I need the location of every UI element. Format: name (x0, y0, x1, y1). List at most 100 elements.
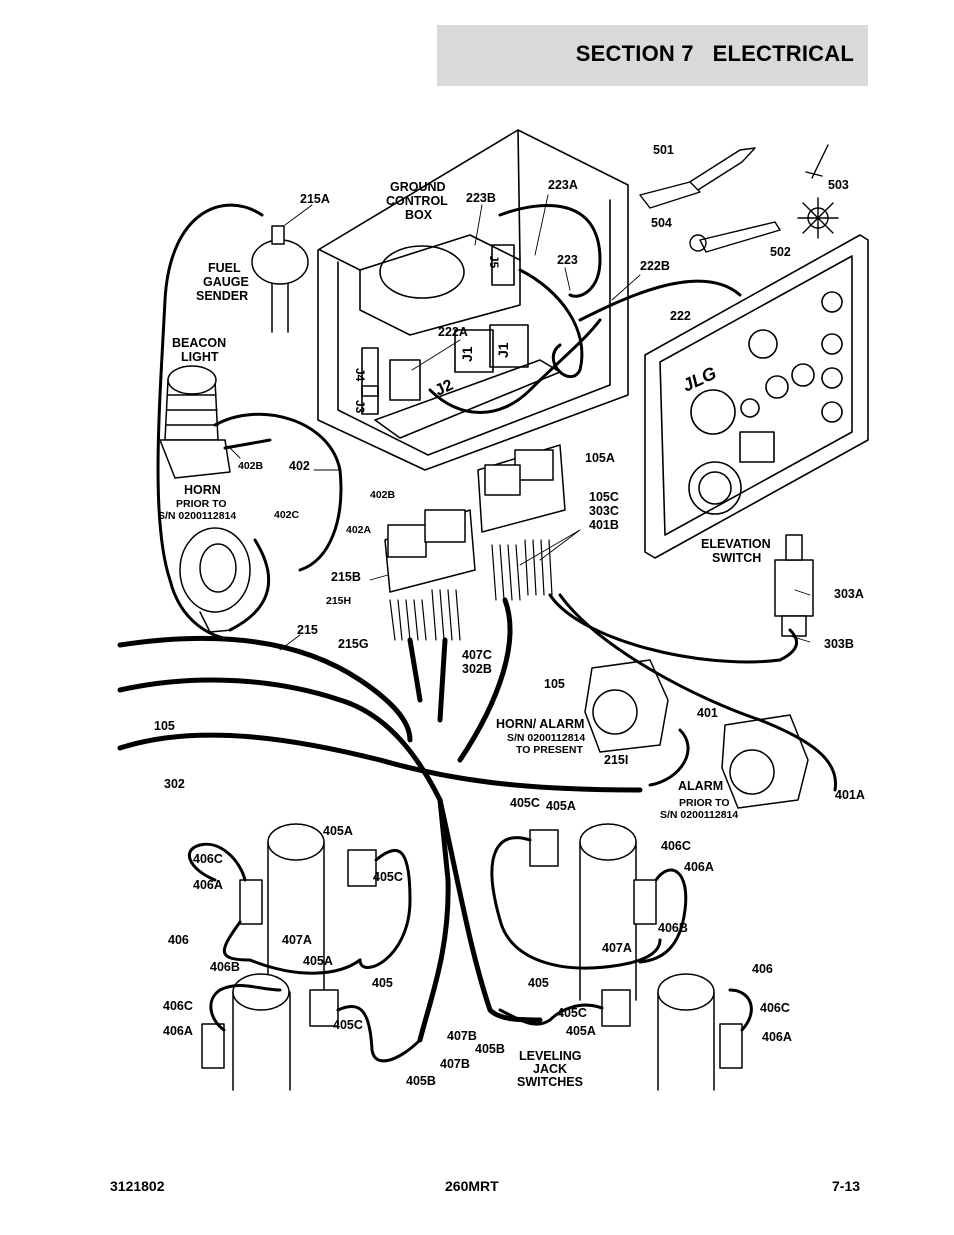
label-405a-4: 405A (566, 1024, 596, 1038)
label-223: 223 (557, 253, 578, 267)
label-control: CONTROL (386, 194, 448, 208)
label-j1-a: J1 (459, 346, 475, 362)
label-fuel: FUEL (208, 261, 241, 275)
label-406c-2: 406C (661, 839, 691, 853)
label-box: BOX (405, 208, 433, 222)
label-222: 222 (670, 309, 691, 323)
label-303b: 303B (824, 637, 854, 651)
label-j4: J4 (353, 368, 367, 382)
label-alarm: ALARM (678, 779, 723, 793)
label-406a-4: 406A (762, 1030, 792, 1044)
label-215h: 215H (326, 595, 351, 607)
label-405a-2: 405A (323, 824, 353, 838)
connector-blocks (384, 444, 566, 593)
control-panel (644, 234, 869, 559)
label-407b-2: 407B (440, 1057, 470, 1071)
label-leveling: LEVELING (519, 1049, 582, 1063)
label-405a-3: 405A (303, 954, 333, 968)
label-105a: 105A (585, 451, 615, 465)
label-503: 503 (828, 178, 849, 192)
elevation-switch (774, 534, 814, 637)
label-302: 302 (164, 777, 185, 791)
label-horn-alarm: HORN/ ALARM (496, 717, 584, 731)
label-j2: J2 (433, 377, 456, 400)
section-title: SECTION 7 ELECTRICAL (575, 41, 854, 66)
label-j1-b: J1 (495, 342, 511, 358)
label-402b-1: 402B (238, 460, 264, 472)
label-504: 504 (651, 216, 672, 230)
label-215g: 215G (338, 637, 369, 651)
label-402c: 402C (274, 509, 300, 521)
label-407a-1: 407A (282, 933, 312, 947)
label-to-present: TO PRESENT (516, 744, 583, 756)
label-405b-1: 405B (475, 1042, 505, 1056)
label-beacon: BEACON (172, 336, 226, 350)
label-switches: SWITCHES (517, 1075, 583, 1089)
horn-alarm (584, 659, 809, 809)
tools (639, 144, 839, 253)
label-switch: SWITCH (712, 551, 761, 565)
label-222b: 222B (640, 259, 670, 273)
label-406c-3: 406C (163, 999, 193, 1013)
beacon-light (159, 365, 231, 479)
part-labels: 215A FUEL GAUGE SENDER GROUND CONTROL BO… (154, 143, 865, 1089)
label-402: 402 (289, 459, 310, 473)
label-horn-prior: PRIOR TO (176, 498, 227, 510)
connector-pigtails (389, 539, 553, 641)
footer-doc-number: 3121802 (110, 1178, 165, 1194)
label-elevation: ELEVATION (701, 537, 771, 551)
label-406b-1: 406B (658, 921, 688, 935)
footer-page: 7-13 (832, 1178, 861, 1194)
label-406a-2: 406A (684, 860, 714, 874)
label-105c: 105C (589, 490, 619, 504)
label-406b-2: 406B (210, 960, 240, 974)
label-gauge: GAUGE (203, 275, 249, 289)
label-sender: SENDER (196, 289, 248, 303)
label-405-2: 405 (528, 976, 549, 990)
wiring-harness (117, 597, 643, 1043)
label-406-2: 406 (752, 962, 773, 976)
leader-lines (227, 194, 811, 651)
label-405c-3: 405C (333, 1018, 363, 1032)
label-406a-1: 406A (193, 878, 223, 892)
section-header: SECTION 7 ELECTRICAL (437, 25, 868, 86)
horn (179, 527, 251, 633)
label-jack: JACK (533, 1062, 567, 1076)
label-215b: 215B (331, 570, 361, 584)
label-223b: 223B (466, 191, 496, 205)
label-406-1: 406 (168, 933, 189, 947)
label-405b-2: 405B (406, 1074, 436, 1088)
label-215: 215 (297, 623, 318, 637)
label-401: 401 (697, 706, 718, 720)
leveling-jacks (201, 823, 743, 1091)
label-402b-2: 402B (370, 489, 396, 501)
label-303c: 303C (589, 504, 619, 518)
ground-control-box (317, 129, 629, 471)
label-303a: 303A (834, 587, 864, 601)
label-405-1: 405 (372, 976, 393, 990)
label-horn-sn: S/N 0200112814 (158, 510, 236, 522)
label-405a-1: 405A (546, 799, 576, 813)
label-alarm-sn: S/N 0200112814 (660, 809, 738, 821)
label-222a: 222A (438, 325, 468, 339)
label-j5: J5 (487, 255, 501, 269)
label-407b-1: 407B (447, 1029, 477, 1043)
label-215a: 215A (300, 192, 330, 206)
label-406c-1: 406C (193, 852, 223, 866)
label-302b: 302B (462, 662, 492, 676)
label-ground: GROUND (390, 180, 446, 194)
label-402a: 402A (346, 524, 372, 536)
label-105-b: 105 (154, 719, 175, 733)
label-502: 502 (770, 245, 791, 259)
label-105-a: 105 (544, 677, 565, 691)
label-405c-2: 405C (373, 870, 403, 884)
label-j3: J3 (353, 400, 367, 414)
label-215i: 215I (604, 753, 628, 767)
label-alarm-prior: PRIOR TO (679, 797, 730, 809)
label-406a-3: 406A (163, 1024, 193, 1038)
label-light: LIGHT (181, 350, 219, 364)
label-407a-2: 407A (602, 941, 632, 955)
label-405c-4: 405C (557, 1006, 587, 1020)
label-401b: 401B (589, 518, 619, 532)
